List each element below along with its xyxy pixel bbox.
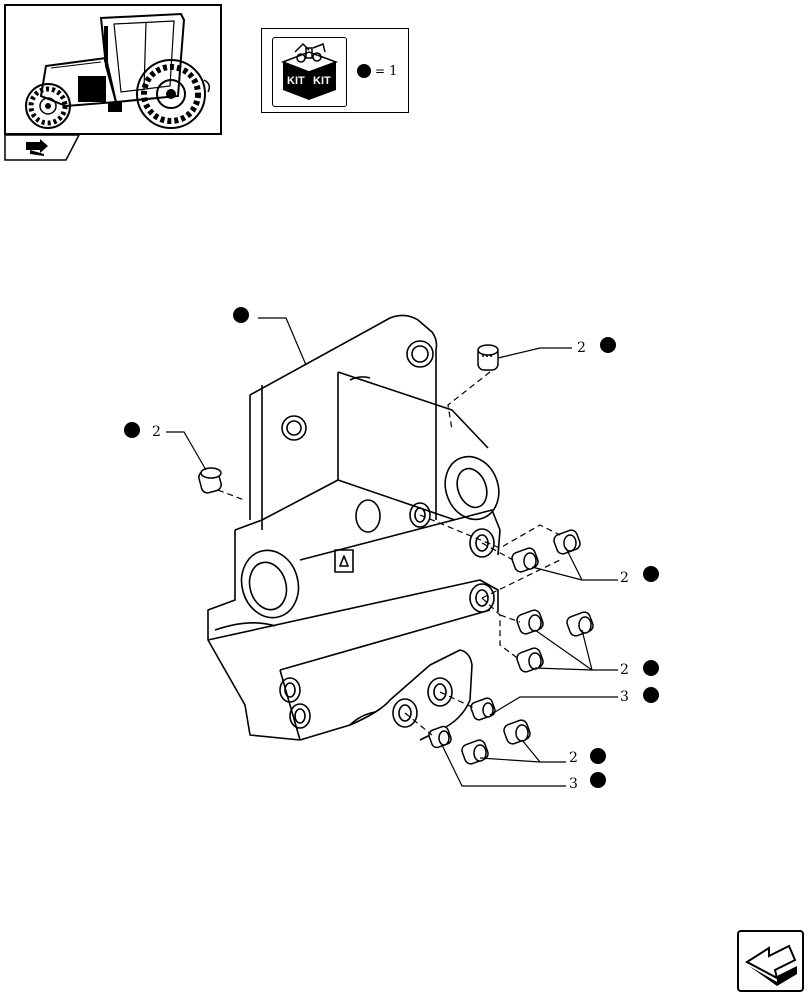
callout-label-c8: 3 (569, 776, 578, 792)
plug-top (477, 344, 499, 371)
section-tab[interactable] (4, 134, 81, 162)
kit-box-icon: KIT KIT (272, 37, 347, 107)
callout-label-c4: 2 (620, 570, 629, 586)
kit-label-right: KIT (313, 75, 331, 87)
plugs (198, 344, 594, 765)
callout-dot-c6 (643, 687, 659, 703)
callout-label-c2: 2 (577, 340, 586, 356)
callout-label-c6: 3 (620, 689, 629, 705)
section-arrow-icon (26, 139, 48, 156)
valve-housing (207, 314, 501, 741)
plug-e (516, 647, 544, 673)
kit-label-left: KIT (287, 75, 305, 87)
callout-dot-c2 (600, 337, 616, 353)
tractor-thumbnail (4, 4, 222, 135)
kit-quantity: 1 (389, 63, 398, 79)
plug-h (428, 725, 452, 749)
callout-dot-c5 (643, 660, 659, 676)
callout-dots (124, 307, 659, 788)
callout-dot-c4 (643, 566, 659, 582)
plug-left (198, 467, 222, 494)
plug-a (553, 529, 581, 555)
callout-dot-c3 (124, 422, 140, 438)
tractor-icon (25, 12, 211, 129)
kit-legend-box: KIT KIT = 1 (261, 28, 409, 113)
plug-g (503, 719, 531, 745)
callout-dot-housing (233, 307, 249, 323)
kit-legend: = 1 (357, 59, 407, 83)
callout-dot-c8 (590, 772, 606, 788)
assembly-lines (217, 371, 561, 736)
next-page-button[interactable] (737, 930, 804, 992)
next-page-arrow-icon (745, 944, 797, 986)
leader-lines (166, 317, 618, 787)
callout-label-c5: 2 (620, 662, 629, 678)
kit-equals: = (375, 64, 386, 78)
plug-d (566, 611, 594, 637)
kit-dot-marker (357, 64, 371, 78)
callout-label-c3: 2 (152, 424, 161, 440)
plug-c (516, 609, 544, 635)
plug-f (470, 697, 496, 721)
plug-i (461, 739, 489, 765)
callout-dot-c7 (590, 748, 606, 764)
callout-label-c7: 2 (569, 750, 578, 766)
plug-b (511, 547, 539, 573)
